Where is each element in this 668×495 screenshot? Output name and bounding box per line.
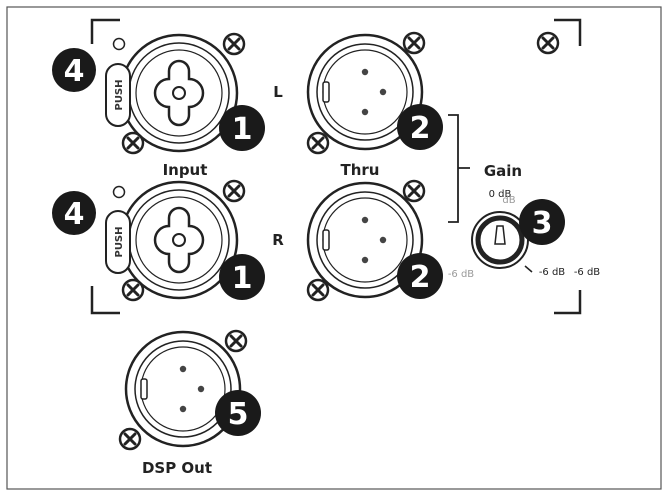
dsp-out-label: DSP Out: [142, 459, 212, 477]
callout-badge-1-bottom: 1: [219, 254, 265, 300]
corner-bracket-bottom-left: [90, 286, 120, 315]
indicator-led: [112, 185, 126, 199]
gain-knob[interactable]: [471, 211, 529, 269]
thru-l-xlr[interactable]: [306, 33, 424, 151]
screw-icon: [536, 31, 560, 55]
callout-badge-2-bottom: 2: [397, 253, 443, 299]
callout-badge-1-top: 1: [219, 105, 265, 151]
push-label: PUSH: [114, 79, 125, 110]
thru-label: Thru: [341, 161, 380, 179]
input-l-combo-jack[interactable]: [119, 33, 239, 153]
screw-icon: [222, 32, 246, 56]
gain-mark-minus-left: -6 dB: [448, 269, 474, 280]
svg-text:1: 1: [232, 261, 253, 296]
screw-icon: [306, 131, 330, 155]
callout-badge-2-top: 2: [397, 104, 443, 150]
indicator-led: [112, 37, 126, 51]
push-label: PUSH: [114, 226, 125, 257]
callout-badge-4-bottom: 4: [52, 191, 96, 235]
screw-icon: [121, 278, 145, 302]
screw-icon: [306, 278, 330, 302]
thru-r-xlr[interactable]: [306, 181, 424, 299]
gain-mark-zero: 0 dB: [489, 189, 512, 200]
screw-icon: [121, 131, 145, 155]
svg-text:3: 3: [532, 206, 553, 241]
input-label: Input: [163, 161, 208, 179]
callout-badge-4-top: 4: [52, 48, 96, 92]
corner-bracket-top-left: [90, 18, 120, 44]
gain-mark-minus-right: -6 dB: [539, 267, 565, 278]
screw-icon: [402, 179, 426, 203]
dsp-out-xlr[interactable]: [124, 330, 242, 448]
push-latch-l[interactable]: PUSH: [105, 63, 131, 127]
gain-mark-zero-ghost: dB: [502, 195, 515, 206]
corner-bracket-top-right: [554, 18, 582, 46]
screw-icon: [118, 427, 142, 451]
gain-bracket: [448, 114, 470, 223]
svg-text:5: 5: [228, 397, 249, 432]
gain-mark-minus-right-2: -6 dB: [574, 267, 600, 278]
screw-icon: [402, 31, 426, 55]
callout-badge-3: 3: [519, 199, 565, 245]
channel-label-r: R: [272, 231, 284, 249]
svg-text:4: 4: [64, 54, 85, 89]
callout-badge-5: 5: [215, 390, 261, 436]
svg-text:4: 4: [64, 197, 85, 232]
svg-text:1: 1: [232, 112, 253, 147]
svg-text:2: 2: [410, 111, 431, 146]
screw-icon: [222, 179, 246, 203]
gain-label: Gain: [484, 162, 522, 180]
corner-bracket-bottom-right: [554, 290, 582, 315]
gain-tick-mark: [524, 265, 533, 273]
push-latch-r[interactable]: PUSH: [105, 210, 131, 274]
input-r-combo-jack[interactable]: [119, 180, 239, 300]
svg-text:2: 2: [410, 260, 431, 295]
screw-icon: [224, 329, 248, 353]
channel-label-l: L: [273, 83, 283, 101]
